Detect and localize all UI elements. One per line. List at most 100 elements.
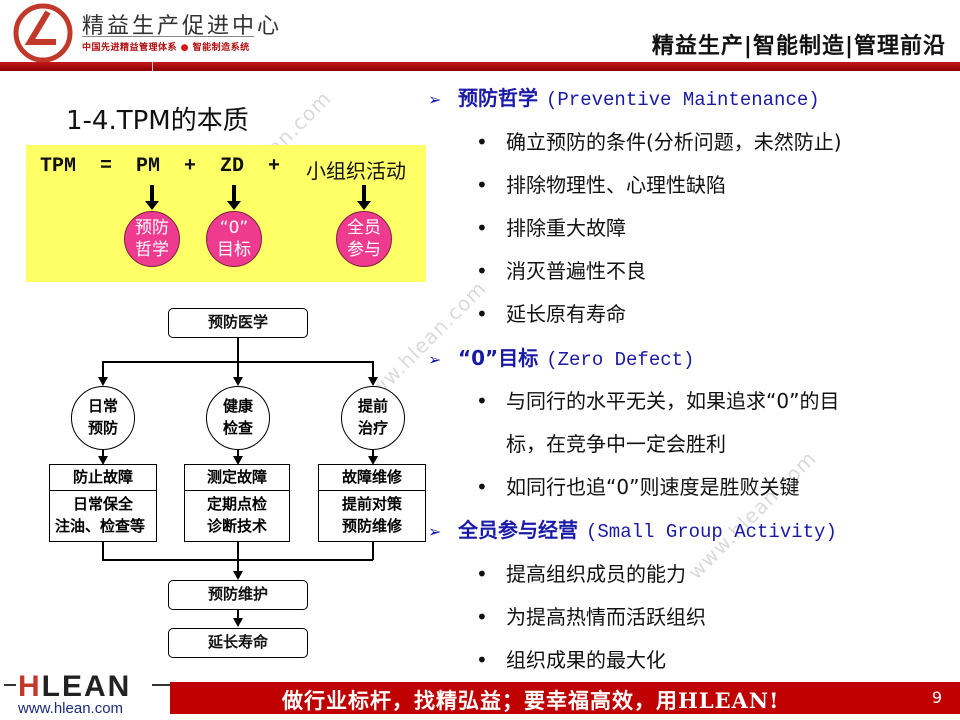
brand-title: 精益生产促进中心 — [82, 14, 283, 39]
connector-line — [237, 610, 239, 620]
arrow-bullet-icon: ➢ — [428, 522, 442, 541]
diagram-box-measure-failure: 测定故障 定期点检 诊断技术 — [184, 464, 290, 542]
logo-icon — [13, 3, 73, 63]
section-heading-small-group: ➢ 全员参与经营 (Small Group Activity) — [428, 514, 837, 543]
list-item-text: 排除重大故障 — [506, 216, 626, 240]
footer-slogan: 做行业标杆，找精弘益；要幸福高效，用HLEAN! — [282, 688, 780, 713]
footer-logo: HLEAN www.hlean.com — [4, 670, 172, 718]
arrow-bullet-icon: ➢ — [428, 90, 442, 109]
arrowhead-icon — [98, 377, 108, 386]
diagram-box-prevent-failure: 防止故障 日常保全 注油、检查等 — [49, 464, 157, 542]
connector-line — [102, 542, 104, 560]
box-body-line: 日常保全 — [72, 495, 133, 513]
arrow-bullet-icon: ➢ — [428, 350, 442, 369]
box-head: 故障维修 — [319, 465, 425, 491]
circle-line: 预防 — [87, 419, 118, 437]
circle-line: 参与 — [347, 240, 381, 260]
bullet-dot-icon: • — [476, 605, 488, 629]
section-title-cn: “0”目标 — [458, 346, 539, 370]
diagram-circle-health-check: 健康 检查 — [206, 386, 270, 450]
formula-term-tpm: TPM — [40, 155, 77, 178]
connector-line — [372, 361, 374, 379]
arrowhead-icon — [368, 377, 378, 386]
list-item: • 延长原有寿命 — [476, 298, 626, 327]
brand-divider — [82, 36, 254, 37]
diagram-root-box: 预防医学 — [168, 308, 308, 338]
bullet-dot-icon: • — [476, 302, 488, 326]
bullet-dot-icon: • — [476, 648, 488, 672]
diagram-box-repair-failure: 故障维修 提前对策 预防维修 — [318, 464, 426, 542]
bullet-dot-icon: • — [476, 130, 488, 154]
hlean-wordmark: HLEAN — [18, 670, 131, 704]
circle-line: “0” — [219, 218, 249, 238]
diagram-box-preventive-maintenance: 预防维护 — [168, 580, 308, 610]
list-item-text: 如同行也追“0”则速度是胜败关键 — [506, 475, 800, 499]
section-title-en: (Preventive Maintenance) — [546, 89, 820, 111]
list-item-continuation: 标，在竞争中一定会胜利 — [506, 432, 726, 456]
box-body-line: 注油、检查等 — [54, 517, 145, 535]
diagram-circle-early-treatment: 提前 治疗 — [341, 386, 405, 450]
formula-term-zd: ZD — [220, 155, 245, 178]
header-slogan: 精益生产|智能制造|管理前沿 — [651, 34, 946, 59]
circle-line: 目标 — [217, 240, 251, 260]
list-item: •为提高热情而活跃组织 — [476, 601, 706, 630]
diagram-box-extend-life: 延长寿命 — [168, 628, 308, 658]
connector-line — [372, 450, 374, 460]
logo-rest: LEAN — [41, 670, 132, 703]
arrowhead-icon — [98, 456, 108, 465]
circle-line: 健康 — [222, 397, 253, 415]
list-item: •如同行也追“0”则速度是胜败关键 — [476, 471, 799, 500]
brand-sub-dot: ● — [180, 43, 190, 53]
section-title-en: (Small Group Activity) — [586, 521, 837, 543]
list-item: • 消灭普遍性不良 — [476, 255, 646, 284]
bullet-dot-icon: • — [476, 562, 488, 586]
formula-plus: + — [184, 155, 197, 178]
arrowhead-icon — [233, 377, 243, 386]
list-item: • 排除重大故障 — [476, 212, 626, 241]
diagram-circle-daily-prevention: 日常 预防 — [71, 386, 135, 450]
header-bar-tick — [152, 62, 153, 71]
box-body-line: 预防维修 — [341, 517, 402, 535]
arrowhead-icon — [233, 571, 243, 580]
box-head: 测定故障 — [185, 465, 289, 491]
section-heading-zero-defect: ➢“0”目标(Zero Defect) — [428, 342, 694, 371]
section-title-cn: 全员参与经营 — [458, 518, 578, 542]
connector-line — [102, 361, 373, 363]
list-item-text: 排除物理性、心理性缺陷 — [506, 173, 726, 197]
arrowhead-icon — [368, 456, 378, 465]
brand-sub-left: 中国先进精益管理体系 — [82, 43, 178, 53]
circle-line: 预防 — [135, 218, 169, 238]
list-item-text: 确立预防的条件(分析问题，未然防止) — [506, 130, 842, 154]
formula-term-group-activity: 小组织活动 — [306, 159, 406, 183]
box-body: 日常保全 注油、检查等 — [50, 491, 156, 537]
list-item-text: 延长原有寿命 — [506, 302, 626, 326]
footer-bar: 做行业标杆，找精弘益；要幸福高效，用HLEAN! 9 — [170, 682, 960, 714]
circle-preventive-philosophy: 预防 哲学 — [124, 211, 180, 267]
box-body-line: 定期点检 — [206, 495, 267, 513]
formula-equals: = — [100, 155, 113, 178]
brand-subtitle: 中国先进精益管理体系 ● 智能制造系统 — [82, 40, 250, 53]
bullet-dot-icon: • — [476, 389, 488, 413]
list-item-text: 消灭普遍性不良 — [506, 259, 646, 283]
slide-title: 1-4.TPM的本质 — [66, 106, 249, 136]
down-arrow-icon — [145, 185, 159, 210]
formula-plus: + — [268, 155, 281, 178]
circle-line: 治疗 — [357, 419, 388, 437]
list-item: • 提高组织成员的能力 — [476, 558, 686, 587]
section-title-cn: 预防哲学 — [458, 86, 538, 110]
bullet-dot-icon: • — [476, 259, 488, 283]
logo-line — [4, 684, 16, 686]
connector-line — [237, 542, 239, 572]
box-body: 提前对策 预防维修 — [319, 491, 425, 537]
list-item: • 确立预防的条件(分析问题，未然防止) — [476, 126, 842, 155]
box-body: 定期点检 诊断技术 — [185, 491, 289, 537]
circle-line: 提前 — [357, 397, 388, 415]
bullet-dot-icon: • — [476, 216, 488, 240]
list-item-text: 与同行的水平无关，如果追求“0”的目 — [506, 389, 840, 413]
header: 精益生产促进中心 中国先进精益管理体系 ● 智能制造系统 精益生产|智能制造|管… — [0, 0, 960, 72]
list-item-text: 提高组织成员的能力 — [506, 562, 686, 586]
circle-line: 哲学 — [135, 240, 169, 260]
list-item: •排除物理性、心理性缺陷 — [476, 169, 726, 198]
formula-box: TPM = PM + ZD + 小组织活动 预防 哲学 “0” 目标 全员 参与 — [26, 145, 426, 282]
connector-line — [102, 361, 104, 379]
